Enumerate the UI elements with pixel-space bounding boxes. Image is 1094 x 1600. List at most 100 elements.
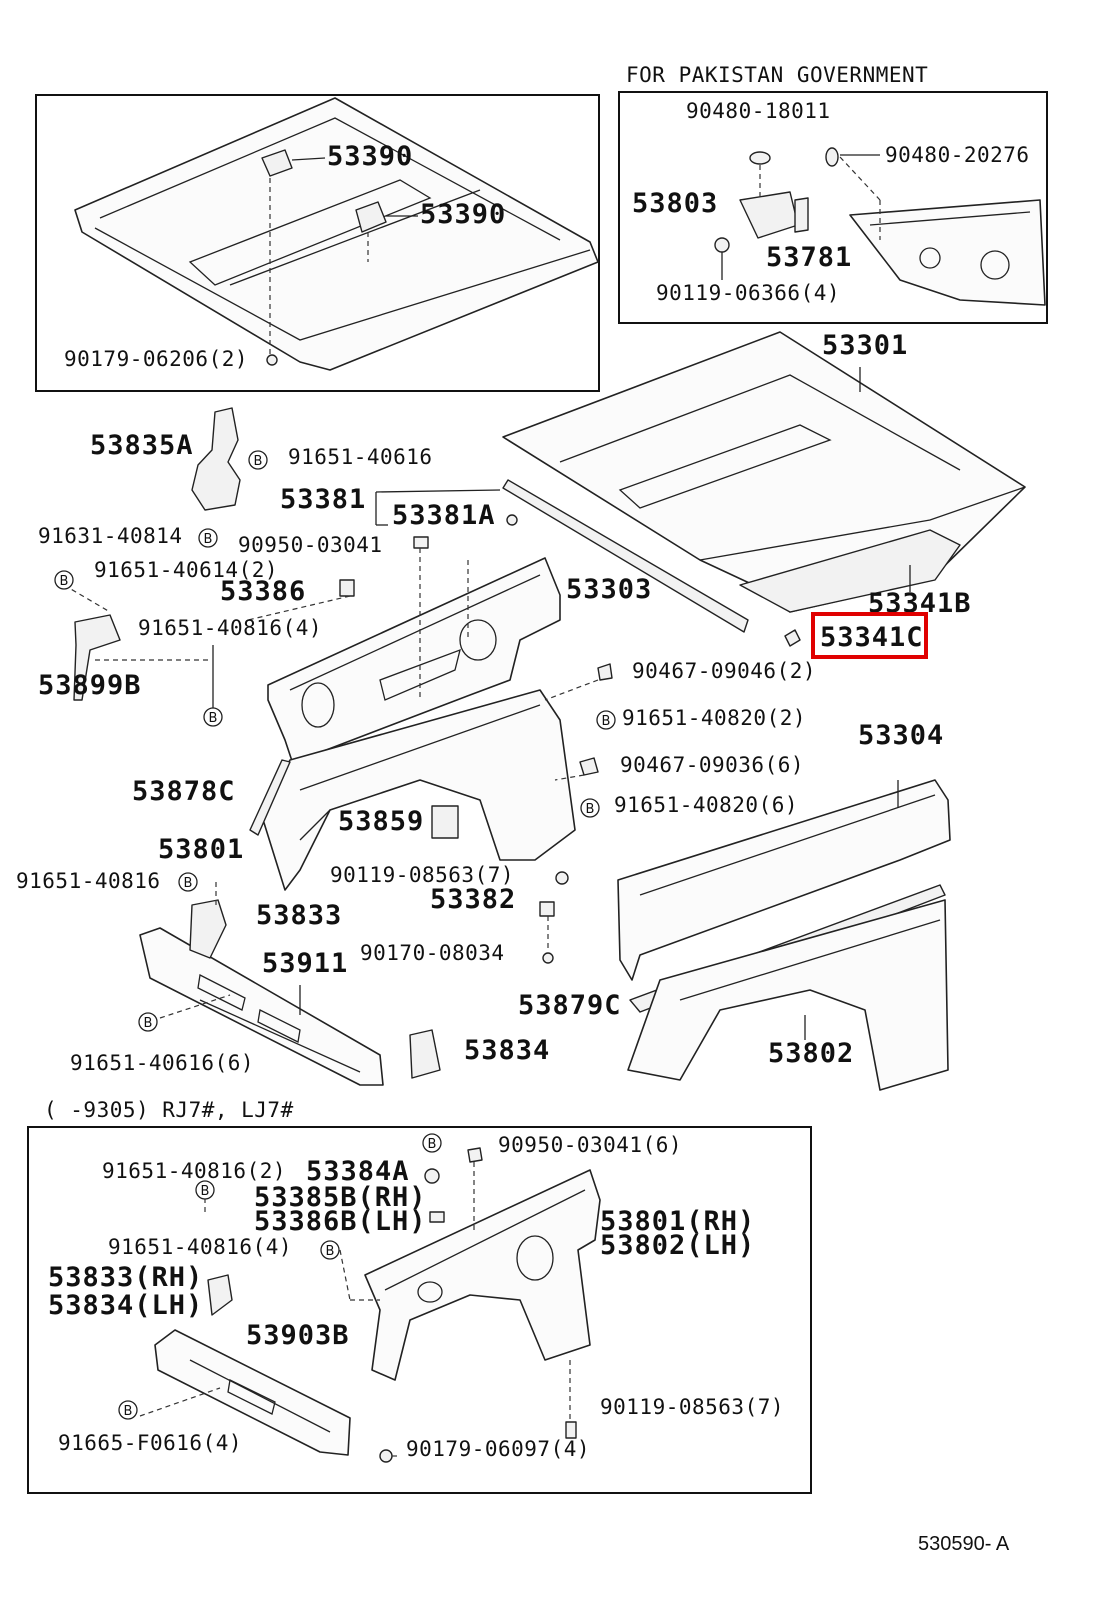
- part-label: 53878C: [132, 776, 236, 807]
- pakistan-government-header: FOR PAKISTAN GOVERNMENT: [626, 63, 928, 87]
- hood-weatherstrip-drawing: [502, 479, 749, 633]
- part-label: 90179-06097(4): [406, 1437, 590, 1461]
- panel-53911-drawing: [139, 927, 384, 1086]
- hood-insulator-drawing: [74, 97, 599, 371]
- part-label: 53381: [280, 484, 366, 515]
- part-label: 53833(RH): [48, 1262, 203, 1293]
- part-label: 53801(RH): [600, 1206, 755, 1237]
- part-label: 90179-06206(2): [64, 347, 248, 371]
- svg-text:B: B: [209, 711, 218, 726]
- part-label: 91651-40816: [16, 869, 161, 893]
- front-fender-drawing: [617, 779, 951, 1091]
- part-label: 90119-08563(7): [330, 863, 514, 887]
- part-label: 53833: [256, 900, 342, 931]
- svg-text:B: B: [184, 876, 193, 891]
- part-label: 53879C: [518, 990, 622, 1021]
- part-label: 90480-18011: [686, 99, 831, 123]
- badge-b: B: [203, 707, 223, 727]
- svg-text:B: B: [602, 714, 611, 729]
- svg-text:B: B: [586, 802, 595, 817]
- part-label: 53382: [430, 884, 516, 915]
- support-rod-drawing: [63, 584, 210, 701]
- part-label-highlighted: 53341C: [820, 622, 924, 653]
- badge-b: B: [422, 1133, 442, 1153]
- part-label: 90170-08034: [360, 941, 505, 965]
- part-label: 53303: [566, 574, 652, 605]
- bracket-53834-drawing: [409, 1029, 441, 1079]
- part-label: 53386B(LH): [254, 1206, 427, 1237]
- part-labels: 53390 53390 90179-06206(2) 90480-18011 9…: [16, 99, 1030, 1461]
- part-label: 53781: [766, 242, 852, 273]
- inset-rj7-lj7-drawing: [139, 1147, 601, 1463]
- badge-b: B: [178, 872, 198, 892]
- part-label: 53381A: [392, 500, 496, 531]
- part-label: 53802: [768, 1038, 854, 1069]
- fender-apron-drawing: [249, 557, 576, 891]
- badge-b: B: [195, 1180, 215, 1200]
- part-label: 53835A: [90, 430, 194, 461]
- hood-hinge-drawing: [191, 407, 241, 511]
- part-label: 53834(LH): [48, 1290, 203, 1321]
- part-label: 53301: [822, 330, 908, 361]
- svg-text:B: B: [428, 1137, 437, 1152]
- part-label: 91651-40820(2): [622, 706, 806, 730]
- badge-b: B: [248, 450, 268, 470]
- svg-text:B: B: [326, 1244, 335, 1259]
- part-label: 90950-03041: [238, 533, 383, 557]
- part-label: 91651-40816(4): [108, 1235, 292, 1259]
- svg-text:B: B: [144, 1016, 153, 1031]
- part-label: 91651-40616: [288, 445, 433, 469]
- figure-code: 530590- A: [918, 1533, 1010, 1555]
- badge-b: B: [198, 528, 218, 548]
- part-label: 90480-20276: [885, 143, 1030, 167]
- applicability-note: ( -9305) RJ7#, LJ7#: [44, 1098, 294, 1122]
- part-label: 53903B: [246, 1320, 350, 1351]
- pakistan-bracket-drawing: [714, 147, 1046, 306]
- part-label: 91631-40814: [38, 524, 183, 548]
- part-label: 53384A: [306, 1156, 410, 1187]
- part-label: 91651-40820(6): [614, 793, 798, 817]
- hood-panel-drawing: [502, 331, 1026, 613]
- part-label: 90119-08563(7): [600, 1395, 784, 1419]
- part-label: 53304: [858, 720, 944, 751]
- part-label: 53385B(RH): [254, 1182, 427, 1213]
- svg-text:B: B: [204, 532, 213, 547]
- svg-text:B: B: [201, 1184, 210, 1199]
- part-label: 91651-40816(2): [102, 1159, 286, 1183]
- svg-text:B: B: [124, 1404, 133, 1419]
- part-label: 53386: [220, 576, 306, 607]
- seal-53859-drawing: [431, 805, 459, 839]
- badge-b: B: [138, 1012, 158, 1032]
- bracket-53833-drawing: [189, 899, 227, 959]
- part-label: 91651-40614(2): [94, 558, 278, 582]
- part-label: 53834: [464, 1035, 550, 1066]
- svg-text:B: B: [254, 454, 263, 469]
- part-label: 53801: [158, 834, 244, 865]
- badge-b: B: [320, 1240, 340, 1260]
- badge-b: B: [54, 570, 74, 590]
- badge-b: B: [580, 798, 600, 818]
- highlight-box-53341C: [811, 612, 928, 659]
- part-label: 91665-F0616(4): [58, 1431, 242, 1455]
- part-label: 90950-03041(6): [498, 1133, 682, 1157]
- part-label: 53859: [338, 806, 424, 837]
- part-label: 91651-40816(4): [138, 616, 322, 640]
- inset-frame-pakistan: [618, 91, 1048, 324]
- part-label: 91651-40616(6): [70, 1051, 254, 1075]
- part-label: 53803: [632, 188, 718, 219]
- part-label: 90467-09036(6): [620, 753, 804, 777]
- part-label: 90467-09046(2): [632, 659, 816, 683]
- inset-frame-hood-insulator: [35, 94, 600, 392]
- part-label: 53899B: [38, 670, 142, 701]
- part-label: 53390: [420, 199, 506, 230]
- badge-b: B: [596, 710, 616, 730]
- fasteners-main: [159, 489, 801, 1019]
- part-label: 53911: [262, 948, 348, 979]
- fastener-badges: B B B B B B B B B B B B: [54, 450, 616, 1420]
- header-texts: FOR PAKISTAN GOVERNMENT ( -9305) RJ7#, L…: [44, 63, 1010, 1555]
- part-label: 53390: [327, 141, 413, 172]
- inset-frame-rj7-lj7: [27, 1126, 812, 1494]
- svg-text:B: B: [60, 574, 69, 589]
- part-label: 90119-06366(4): [656, 281, 840, 305]
